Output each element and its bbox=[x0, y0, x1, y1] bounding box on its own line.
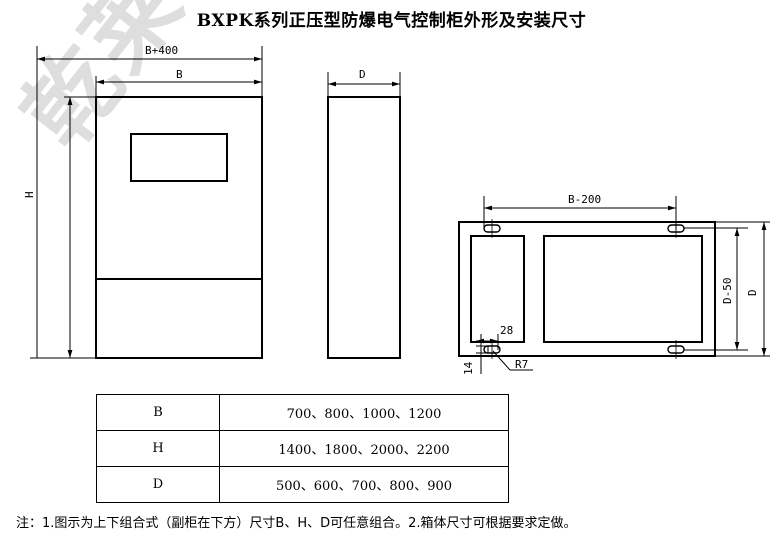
spec-key: B bbox=[96, 394, 220, 431]
dim-slot-width-label: 14 bbox=[462, 361, 475, 375]
mount-view bbox=[458, 196, 770, 374]
leader-radius bbox=[492, 350, 511, 371]
table-row: B 700、800、1000、1200 bbox=[96, 394, 509, 431]
dim-height-label: H bbox=[23, 191, 36, 198]
dim-width-label: B bbox=[176, 68, 183, 81]
spec-values: 1400、1800、2000、2200 bbox=[219, 430, 509, 467]
side-view bbox=[327, 72, 401, 359]
viewing-window bbox=[130, 133, 228, 182]
dim-hole-span-label: B-200 bbox=[568, 193, 601, 206]
footnote: 注：1.图示为上下组合式（副柜在下方）尺寸B、H、D可任意组合。2.箱体尺寸可根… bbox=[16, 516, 577, 531]
dim-hole-depth-label: D-50 bbox=[721, 278, 734, 305]
page-title: BXPK系列正压型防爆电气控制柜外形及安装尺寸 bbox=[196, 11, 587, 31]
spec-key: H bbox=[96, 430, 220, 467]
side-outline bbox=[327, 96, 401, 359]
main-compartment bbox=[543, 235, 703, 343]
spec-key: D bbox=[96, 466, 220, 503]
dim-slot-length-label: 28 bbox=[500, 324, 513, 337]
dim-base-depth-label: D bbox=[746, 289, 759, 296]
spec-table: B 700、800、1000、1200 H 1400、1800、2000、220… bbox=[96, 394, 509, 503]
table-row: H 1400、1800、2000、2200 bbox=[96, 430, 509, 467]
dim-depth-label: D bbox=[359, 68, 366, 81]
sub-compartment bbox=[470, 235, 525, 343]
base-outline bbox=[458, 221, 716, 357]
spec-values: 700、800、1000、1200 bbox=[219, 394, 509, 431]
cabinet-outline bbox=[95, 96, 263, 359]
dim-overall-width-label: B+400 bbox=[145, 44, 178, 57]
dim-radius-label: R7 bbox=[515, 358, 528, 371]
table-row: D 500、600、700、800、900 bbox=[96, 466, 509, 503]
front-view bbox=[30, 46, 263, 359]
spec-values: 500、600、700、800、900 bbox=[219, 466, 509, 503]
